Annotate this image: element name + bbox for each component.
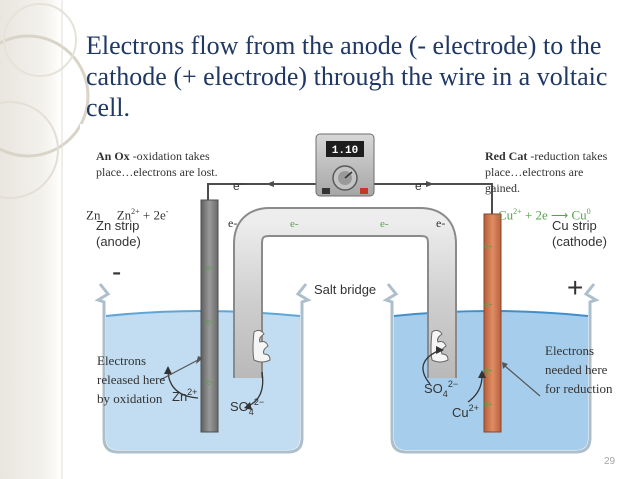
cathode-electrons: + 2e	[521, 207, 548, 223]
cu-cathode-label: (cathode)	[552, 234, 607, 249]
copper-strip-electron-2: e-	[484, 298, 493, 310]
cu-strip-label: Cu strip	[552, 218, 597, 233]
anode-caption: Electrons released here by oxidation	[97, 353, 166, 406]
zinc-strip-electron-2: e-	[206, 316, 215, 328]
zinc-strip-electron-3: e-	[206, 376, 215, 388]
right-sulfate-arrowhead	[436, 346, 444, 354]
left-wire	[207, 183, 322, 205]
anode-caption-pointer-head	[196, 356, 203, 364]
anode-note-text: -oxidation takes place…electrons are los…	[96, 149, 218, 179]
wire-electron-label-1: e-	[228, 216, 238, 230]
salt-bridge	[235, 209, 455, 378]
cathode-note-heading: Red Cat	[485, 149, 528, 163]
copper-strip-electron-1: e-	[484, 240, 493, 252]
cathode-positive-sign: +	[567, 272, 584, 303]
cu-ion-arrowhead	[478, 370, 486, 378]
cu-ion-label: Cu2+	[452, 403, 479, 420]
anode-caption-pointer	[159, 359, 199, 381]
anode-reactant: Zn	[86, 207, 101, 223]
cathode-note-text: -reduction takes place…electrons are gai…	[485, 149, 608, 195]
wire-arrow-left	[266, 181, 274, 187]
slide-title: Electrons flow from the anode (- electro…	[86, 31, 608, 122]
copper-strip-electron-4: e-	[484, 398, 493, 410]
anode-half-reaction: Zn Zn2+ + 2e-	[86, 204, 168, 223]
cathode-caption-pointer-head	[502, 362, 508, 369]
cathode-product: Cu	[571, 207, 587, 223]
decorative-left-band	[0, 0, 62, 479]
copper-strip-electron-3: e-	[484, 364, 493, 376]
cathode-reduction-note: Red Cat -reduction takes place…electrons…	[485, 148, 615, 196]
anode-oxidation-note: An Ox -oxidation takes place…electrons a…	[96, 148, 236, 180]
anode-electrons: + 2e	[139, 207, 166, 223]
copper-strip	[483, 213, 502, 433]
left-cotton-plug	[252, 329, 271, 363]
page-number: 29	[604, 456, 616, 467]
zn-strip-label: Zn strip	[96, 218, 139, 233]
anode-negative-sign: -	[112, 256, 122, 287]
decorative-swirl-graphic	[0, 0, 90, 479]
cathode-caption: Electrons needed here for reduction	[545, 343, 613, 396]
left-sulfate-arrowhead	[244, 402, 252, 410]
right-sulfate-label: SO42−	[424, 379, 458, 399]
cu-ion-arrow	[467, 375, 483, 403]
zinc-strip-electron-1: e-	[206, 262, 215, 274]
cathode-product-superscript: 0	[586, 207, 591, 216]
zn-anode-label: (anode)	[96, 234, 141, 249]
anode-ion: Zn	[116, 207, 132, 223]
anode-ion-charge: 2+	[131, 207, 140, 216]
cathode-half-reaction: Cu2+ + 2e ⟶ Cu0	[498, 207, 591, 223]
wire-electron-label-4: e-	[436, 216, 446, 230]
figure-wire-electron-left: e⁻	[233, 179, 246, 193]
voltmeter-reading: 1.10	[332, 145, 358, 157]
anode-electron-sign: -	[165, 207, 169, 216]
right-wire	[370, 183, 493, 220]
cathode-caption-pointer	[504, 365, 541, 397]
zn-ion-arrowhead	[164, 366, 172, 374]
wire-electron-label-3: e-	[380, 218, 389, 230]
figure-wire-electron-right: e⁻	[415, 179, 428, 193]
salt-bridge-label: Salt bridge	[314, 282, 376, 297]
voltmeter	[315, 133, 375, 197]
cathode-ion: Cu	[498, 207, 514, 223]
left-sulfate-label: SO42−	[230, 397, 264, 417]
wire-electron-label-2: e-	[290, 218, 299, 230]
left-sulfate-arrow	[247, 371, 264, 407]
zinc-strip	[200, 199, 219, 433]
wire-arrow-right	[426, 181, 434, 187]
zn-ion-label: Zn2+	[172, 387, 197, 404]
anode-note-heading: An Ox	[96, 149, 130, 163]
cathode-ion-charge: 2+	[513, 207, 522, 216]
right-sulfate-arrow	[422, 349, 441, 385]
